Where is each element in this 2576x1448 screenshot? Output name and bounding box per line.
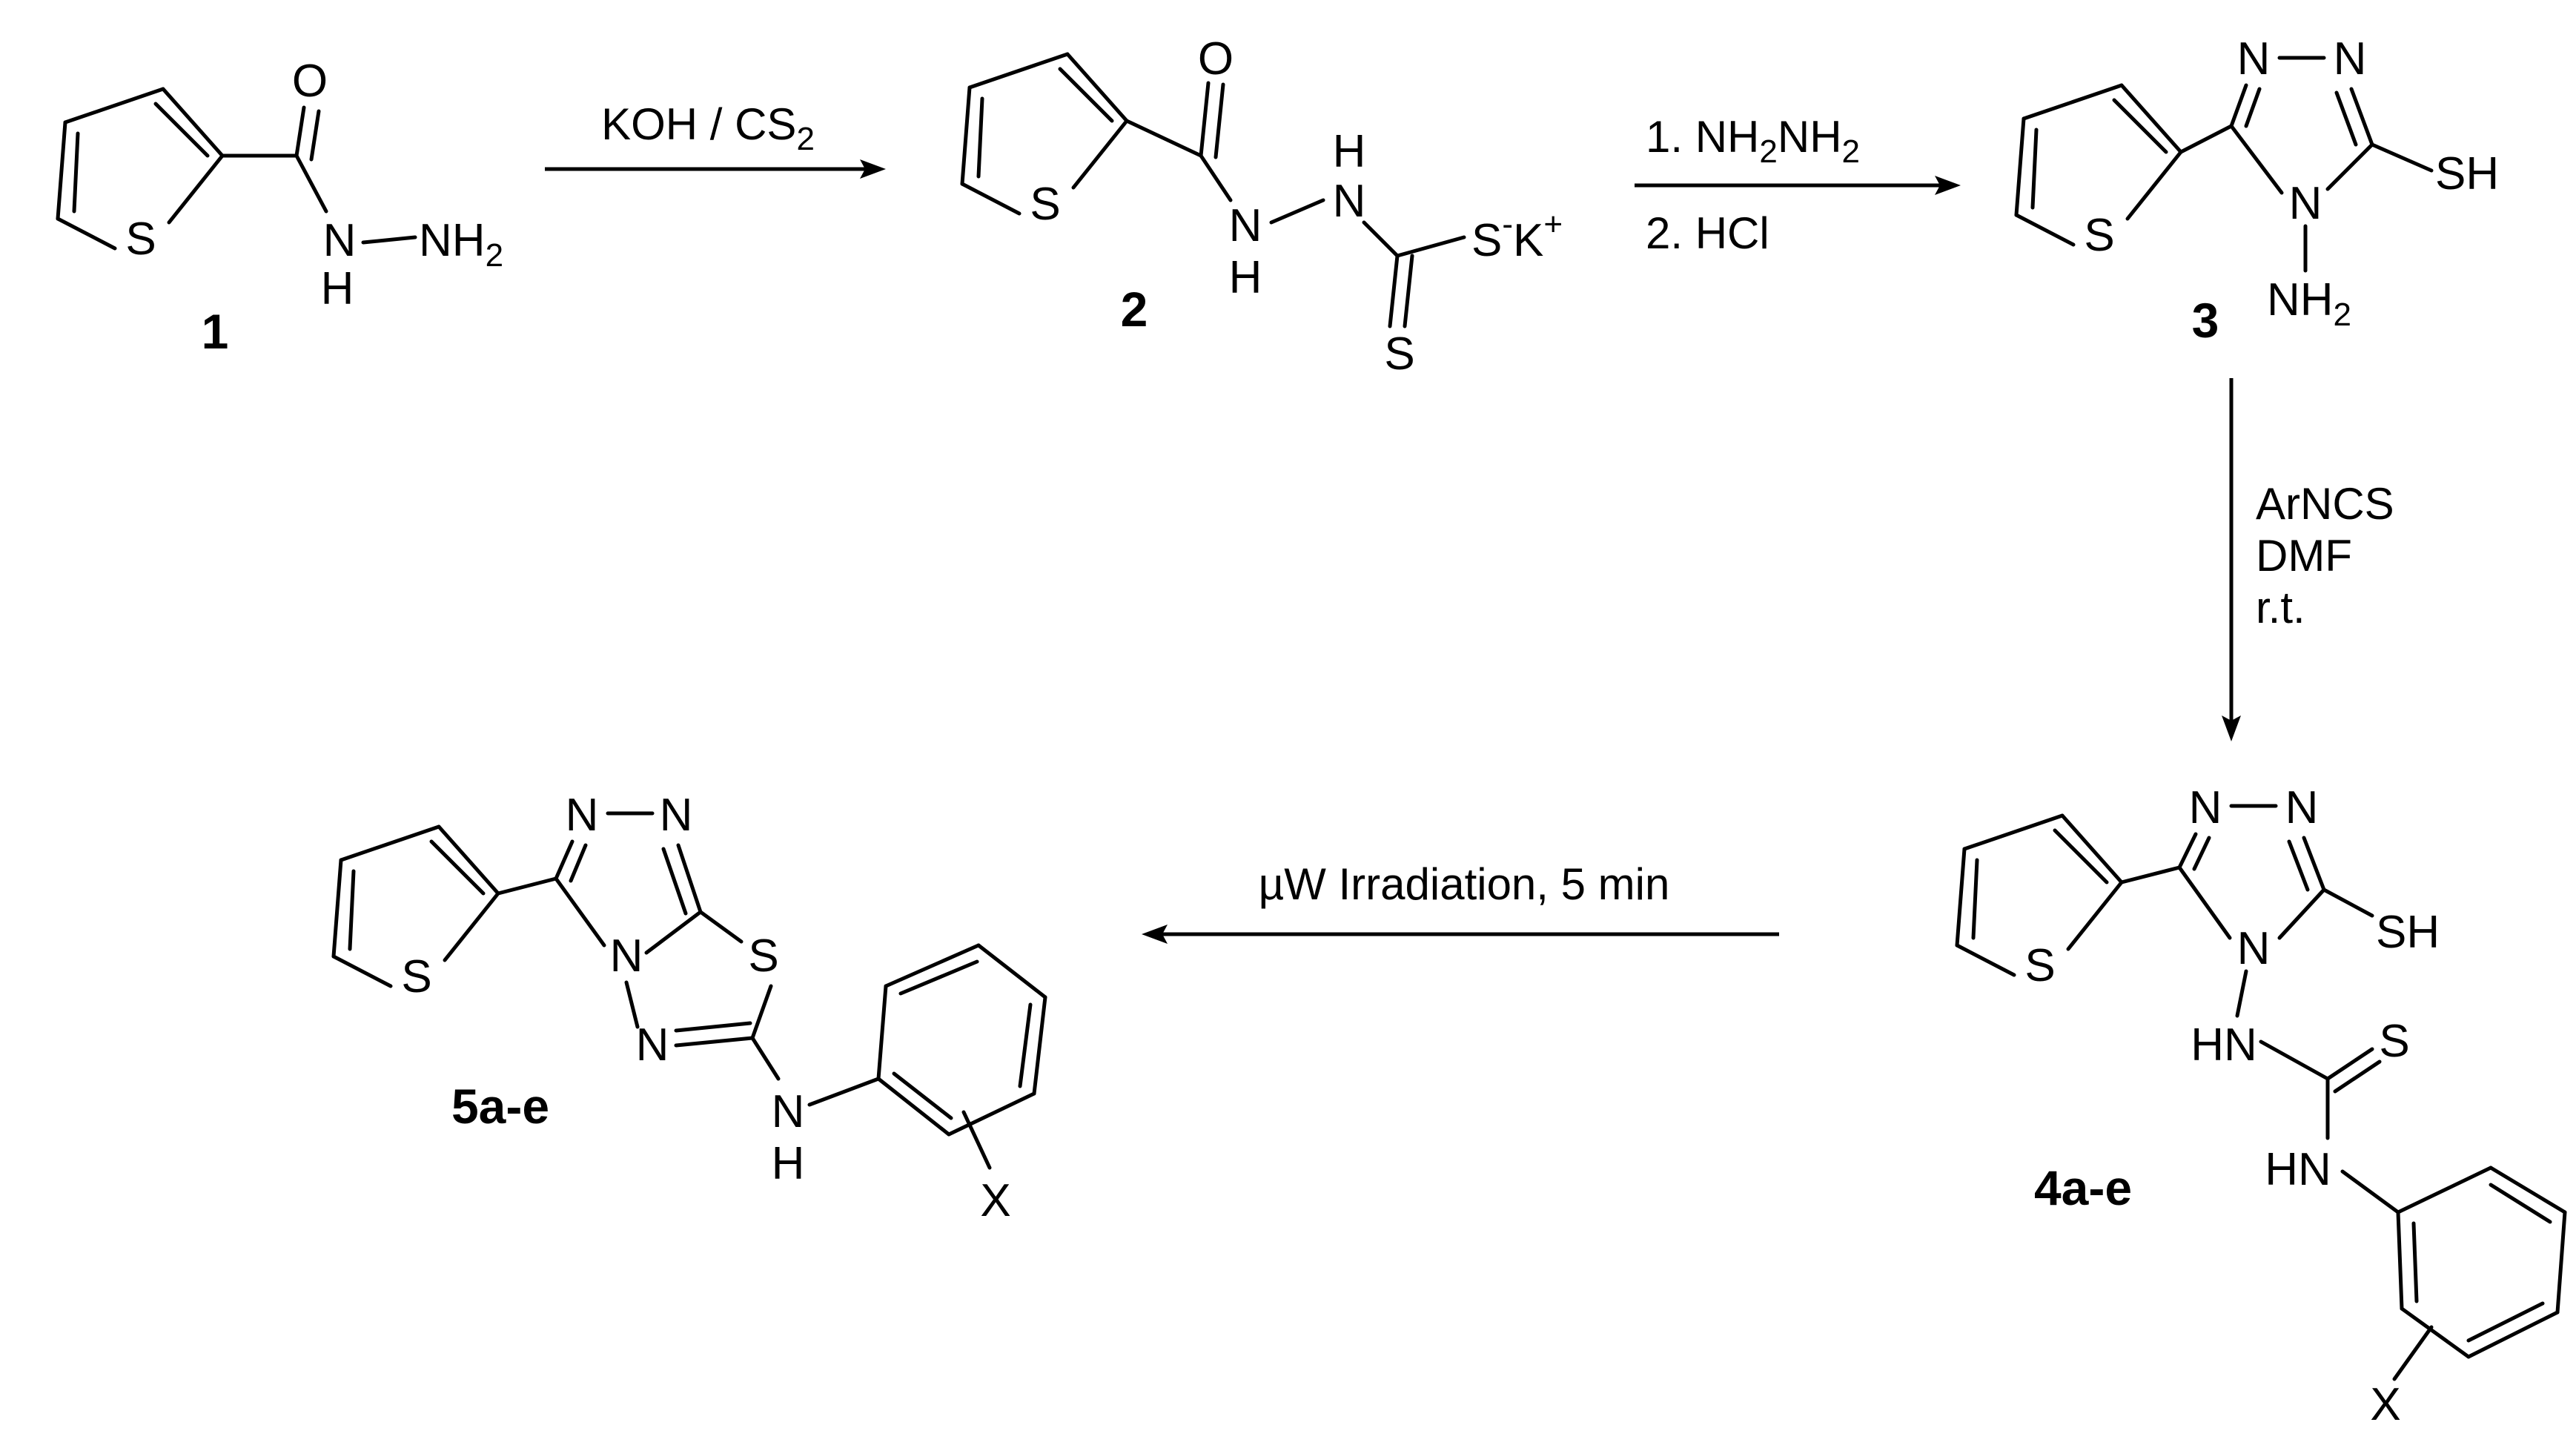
atom-n: N [323,215,357,266]
compound-number-4: 4a-e [2034,1160,2132,1215]
triazole-ring-3: N N N [2229,33,2374,229]
thiol-sh: SH [2435,148,2499,199]
atom-o: O [292,56,328,107]
atom-s: S [2084,210,2114,261]
atom-n: N [566,790,599,841]
atom-n: N [772,1086,805,1137]
condition-microwave: µW Irradiation, 5 min [1259,859,1670,909]
compound-2: S O N H H N S S-K+ 2 [960,33,1563,380]
atom-n: N [1333,176,1366,227]
atom-h: H [321,263,354,314]
atom-s: S [401,951,431,1002]
compound-number-3: 3 [2192,293,2219,348]
atom-n: N [2189,782,2222,833]
compound-4: S N N N SH HN S HN [1955,782,2567,1430]
thiophene-ring-5 [331,824,500,988]
compound-3: S N N N SH NH2 3 [2014,33,2499,348]
thiophene-ring-2 [960,52,1129,216]
atom-n: N [1229,200,1262,251]
reagent-dmf: DMF [2256,531,2352,581]
thiol-sh: SH [2376,907,2440,958]
atom-n: N [2285,782,2319,833]
substituent-x: X [980,1175,1010,1226]
atom-s: S [748,930,778,982]
amino-nh2: NH2 [2267,274,2351,333]
atom-n: N [636,1019,669,1071]
atom-h: H [1333,126,1366,177]
atom-n: N [2237,33,2271,85]
reagent-hcl: 2. HCl [1646,208,1769,258]
compound-number-5: 5a-e [451,1079,549,1134]
reaction-arrow-2: 1. NH2NH2 2. HCl [1635,112,1961,258]
compound-5: S N N N S N N H [331,790,1047,1226]
thiolate-potassium: S-K+ [1471,206,1563,266]
atom-n: N [610,930,643,982]
atom-n: N [660,790,693,841]
atom-s: S [125,214,156,265]
thiophene-ring-4 [1955,813,2124,977]
atom-s: S [2379,1016,2409,1067]
reagent-koh-cs2: KOH / CS2 [601,99,815,157]
atom-o: O [1198,33,1234,85]
reaction-arrow-3: ArNCS DMF r.t. [2222,378,2394,741]
thiourea-hn-1: HN [2191,1019,2257,1071]
aryl-ring-4 [2396,1166,2567,1359]
atom-h: H [772,1138,805,1189]
compound-number-2: 2 [1121,282,1148,337]
atom-n: N [2334,33,2367,85]
thiophene-ring-3 [2014,83,2183,247]
nh2-group: NH2 [419,215,503,274]
aryl-ring-5 [876,943,1047,1137]
substituent-x: X [2370,1379,2400,1430]
triazole-ring-4: N N N [2177,782,2326,974]
compound-number-1: 1 [202,304,229,359]
atom-s: S [1030,179,1060,230]
atom-s: S [2024,940,2055,991]
reagent-hydrazine: 1. NH2NH2 [1646,112,1860,170]
atom-s: S [1384,328,1414,380]
thiophene-ring-1 [56,87,225,251]
atom-h: H [1229,252,1262,303]
atom-n: N [2237,923,2271,974]
compound-1: S O N H NH2 1 [56,56,503,359]
atom-n: N [2289,178,2322,229]
reagent-arncs: ArNCS [2256,479,2394,529]
triazolothiadiazole-core: N N N S N [554,790,779,1071]
thiourea-hn-2: HN [2265,1144,2331,1195]
reaction-arrow-4: µW Irradiation, 5 min [1142,859,1779,944]
condition-rt: r.t. [2256,583,2305,632]
reaction-arrow-1: KOH / CS2 [545,99,886,179]
